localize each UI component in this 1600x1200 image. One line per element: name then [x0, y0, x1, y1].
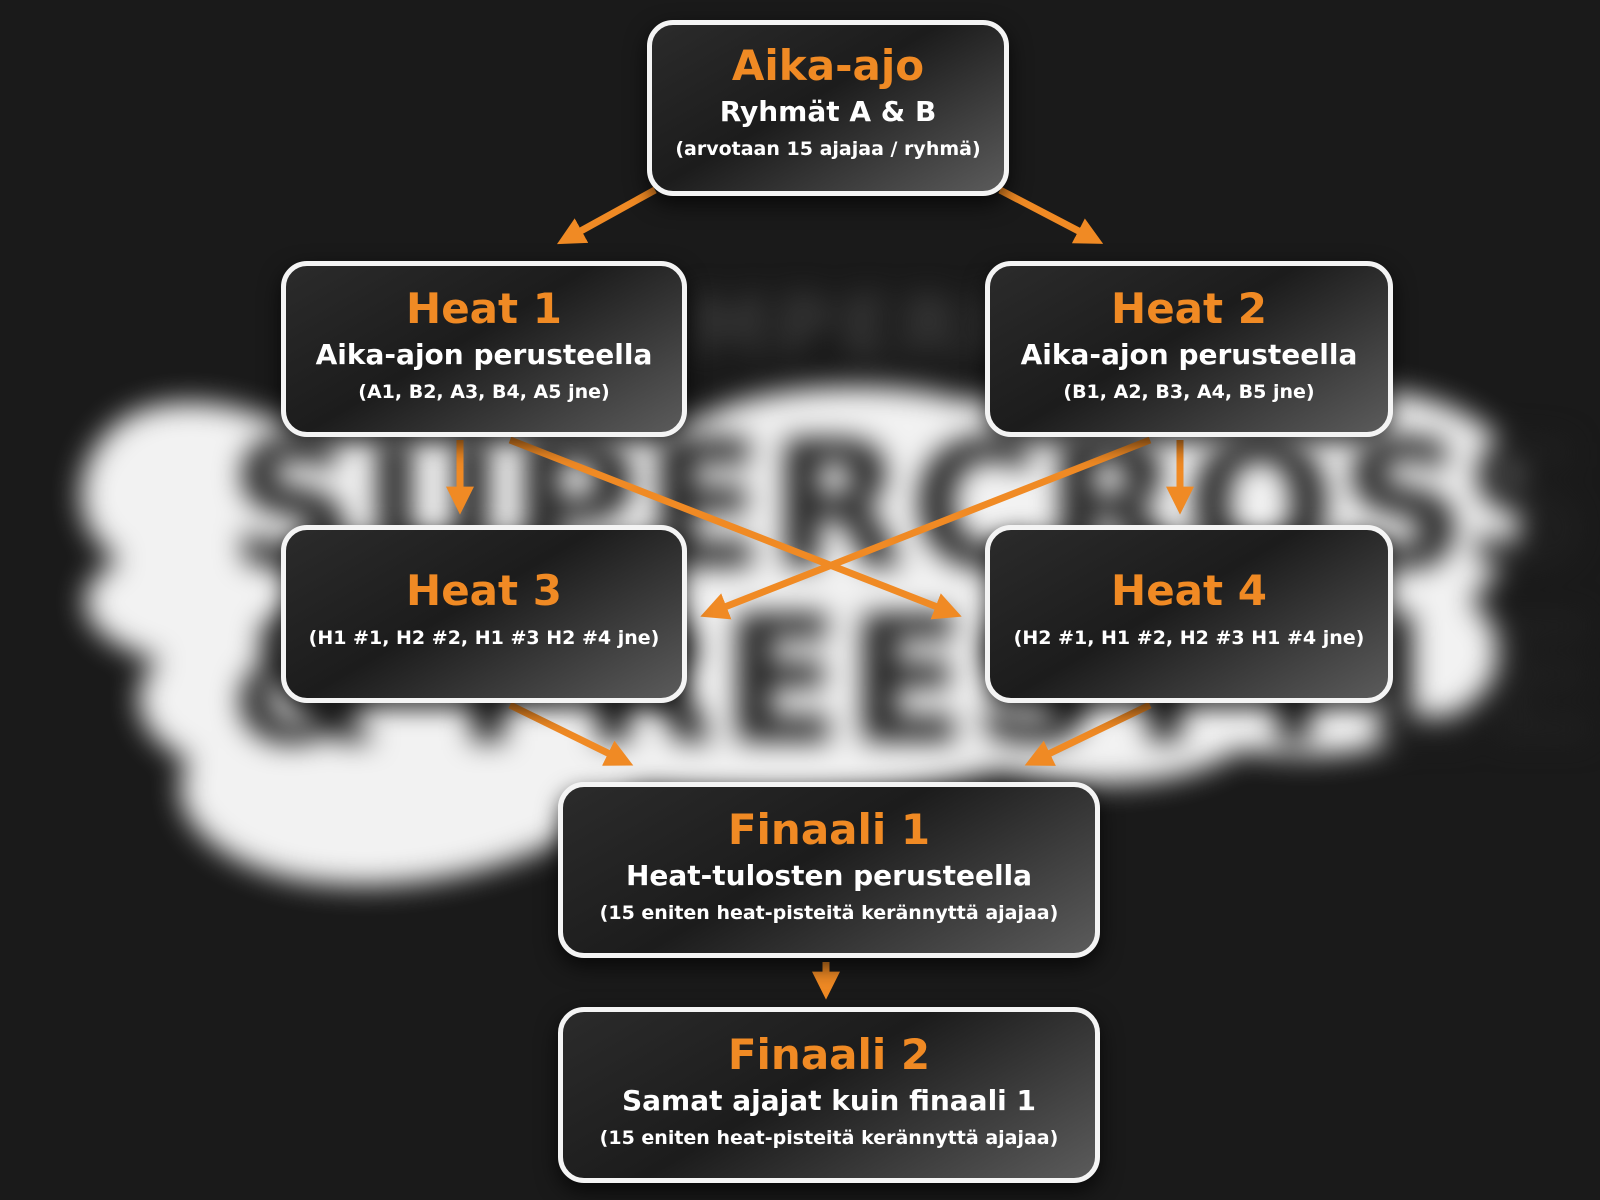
box-finaali-1: Finaali 1 Heat-tulosten perusteella (15 … — [558, 782, 1100, 958]
background-logo-line-1: MPERE — [690, 280, 1030, 373]
box-detail: (H1 #1, H2 #2, H1 #3 H2 #4 jne) — [308, 627, 660, 649]
box-detail: (B1, A2, B3, A4, B5 jne) — [1063, 381, 1315, 403]
box-detail: (arvotaan 15 ajajaa / ryhmä) — [675, 138, 981, 160]
arrow-heat4-to-finaali1 — [1024, 701, 1152, 766]
box-title: Finaali 1 — [727, 805, 931, 854]
box-detail: (A1, B2, A3, B4, A5 jne) — [358, 381, 610, 403]
box-subtitle: Samat ajajat kuin finaali 1 — [621, 1084, 1036, 1117]
box-subtitle: Aika-ajon perusteella — [315, 338, 653, 371]
arrow-heat3-to-finaali1 — [508, 701, 634, 766]
box-subtitle: Aika-ajon perusteella — [1020, 338, 1358, 371]
box-detail: (H2 #1, H1 #2, H2 #3 H1 #4 jne) — [1013, 627, 1365, 649]
box-heat-1: Heat 1 Aika-ajon perusteella (A1, B2, A3… — [281, 261, 687, 437]
box-title: Aika-ajo — [731, 41, 925, 90]
box-detail: (15 eniten heat-pisteitä kerännyttä ajaj… — [599, 902, 1059, 924]
box-finaali-2: Finaali 2 Samat ajajat kuin finaali 1 (1… — [558, 1007, 1100, 1183]
box-title: Heat 3 — [406, 566, 562, 615]
box-subtitle: Ryhmät A & B — [719, 95, 937, 128]
box-detail: (15 eniten heat-pisteitä kerännyttä ajaj… — [599, 1127, 1059, 1149]
box-title: Heat 2 — [1111, 284, 1267, 333]
box-aika-ajo: Aika-ajo Ryhmät A & B (arvotaan 15 ajaja… — [647, 20, 1009, 196]
box-heat-3: Heat 3 (H1 #1, H2 #2, H1 #3 H2 #4 jne) — [281, 525, 687, 703]
box-subtitle: Heat-tulosten perusteella — [625, 859, 1033, 892]
box-title: Finaali 2 — [727, 1030, 931, 1079]
box-title: Heat 4 — [1111, 566, 1267, 615]
box-heat-2: Heat 2 Aika-ajon perusteella (B1, A2, B3… — [985, 261, 1393, 437]
box-title: Heat 1 — [406, 284, 562, 333]
arrow-heat1-to-heat4 — [508, 436, 962, 620]
box-heat-4: Heat 4 (H2 #1, H1 #2, H2 #3 H1 #4 jne) — [985, 525, 1393, 703]
arrow-aika-ajo-to-heat2 — [998, 186, 1104, 244]
arrow-aika-ajo-to-heat1 — [556, 186, 657, 245]
arrow-heat2-to-heat3 — [700, 436, 1152, 620]
